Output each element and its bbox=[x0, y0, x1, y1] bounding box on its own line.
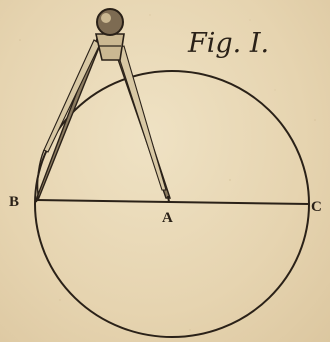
diameter-line bbox=[35, 199, 310, 205]
point-label-c: C bbox=[311, 199, 322, 215]
figure-title: Fig. I. bbox=[187, 28, 269, 59]
paper-texture bbox=[19, 14, 316, 331]
point-label-a: A bbox=[162, 210, 173, 226]
compass-icon bbox=[34, 8, 171, 203]
point-label-b: B bbox=[9, 194, 19, 210]
